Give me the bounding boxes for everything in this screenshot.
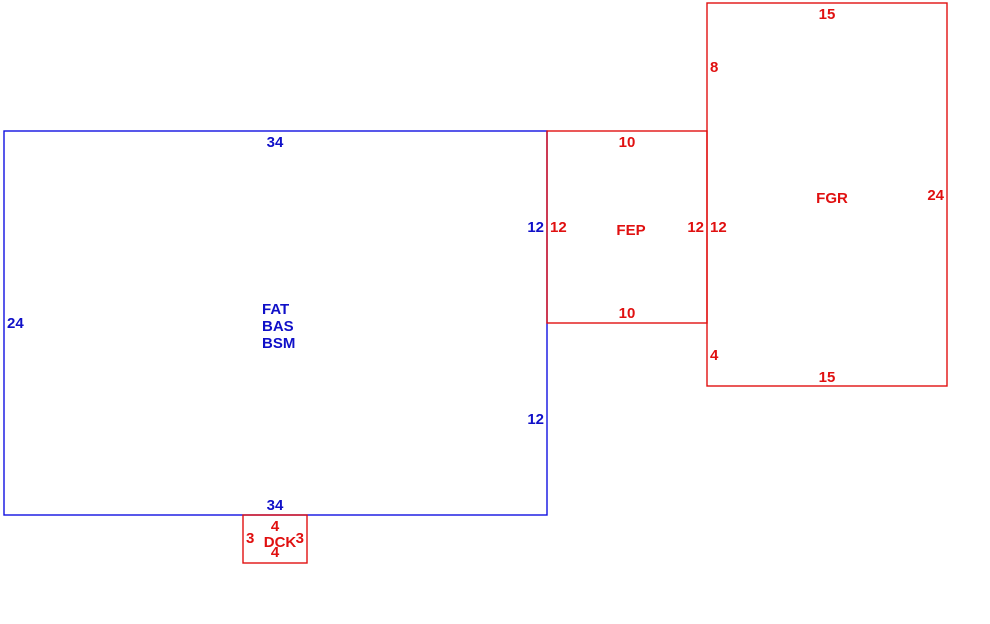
deck-right-dimension: 3	[296, 530, 304, 547]
deck-left-dimension: 3	[246, 530, 254, 547]
main-area-right-lower-dimension: 12	[527, 411, 544, 428]
porch-bottom-dimension: 10	[619, 305, 636, 322]
deck-outline	[242, 514, 308, 564]
garage-top-dimension: 15	[819, 6, 836, 23]
deck-top-dimension: 4	[271, 518, 280, 535]
deck-bottom-dimension: 4	[271, 544, 280, 561]
porch-right-dimension: 12	[687, 219, 704, 236]
porch-code: FEP	[616, 222, 645, 239]
main-area-code-1: FAT	[262, 301, 289, 318]
garage-outline	[706, 2, 948, 387]
garage-right-dimension: 24	[927, 187, 944, 204]
main-area-top-dimension: 34	[267, 134, 284, 151]
garage-bottom-dimension: 15	[819, 369, 836, 386]
main-area-code-3: BSM	[262, 335, 295, 352]
garage-left-middle-dimension: 12	[710, 219, 727, 236]
garage-area: 15 15 24 8 12 4 FGR	[706, 2, 948, 387]
porch-top-dimension: 10	[619, 134, 636, 151]
main-area-code-2: BAS	[262, 318, 294, 335]
porch-area: 10 10 12 12 FEP	[546, 130, 708, 324]
deck-area: 4 4 3 3 DCK	[242, 514, 308, 564]
deck-code: DCK	[264, 534, 297, 551]
main-area-right-upper-dimension: 12	[527, 219, 544, 236]
main-area-bottom-dimension: 34	[267, 497, 284, 514]
main-area-left-dimension: 24	[7, 315, 24, 332]
main-area: 34 34 24 12 12 FAT BAS BSM	[3, 130, 548, 516]
garage-left-lower-dimension: 4	[710, 347, 719, 364]
garage-code: FGR	[816, 190, 848, 207]
garage-left-upper-dimension: 8	[710, 59, 718, 76]
porch-left-dimension: 12	[550, 219, 567, 236]
